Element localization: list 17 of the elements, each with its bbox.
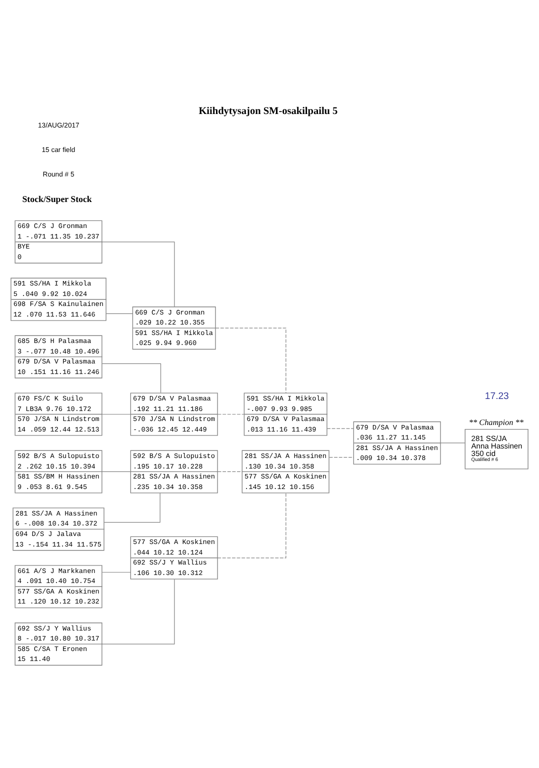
connector xyxy=(329,456,354,458)
connector xyxy=(440,442,466,443)
label: 17.23 xyxy=(484,390,509,402)
connector xyxy=(104,492,160,522)
connector xyxy=(102,571,131,572)
diagram-title: Kiihdytysajon SM-osakilpailu 5 xyxy=(198,105,338,116)
connector xyxy=(106,312,133,314)
connector xyxy=(218,470,242,472)
connector xyxy=(217,492,286,558)
label: Stock/Super Stock xyxy=(22,193,92,204)
connector xyxy=(102,470,131,472)
connector xyxy=(102,362,162,393)
connector xyxy=(218,413,244,414)
connector xyxy=(102,241,175,307)
connector xyxy=(102,413,131,414)
connector xyxy=(215,327,286,393)
connector xyxy=(102,578,175,644)
